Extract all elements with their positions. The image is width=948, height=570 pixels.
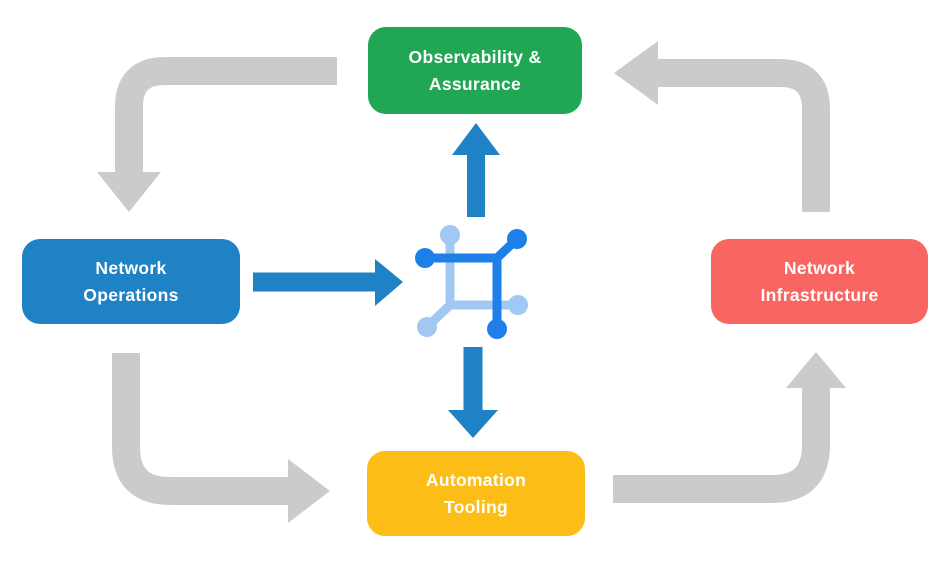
node-label-line: Automation bbox=[425, 470, 527, 491]
node-label-line: Observability & bbox=[408, 47, 542, 68]
node-network-operations: Network Operations bbox=[22, 239, 240, 324]
arrowhead-up-icon bbox=[786, 352, 846, 388]
arrow-shaft bbox=[115, 57, 337, 172]
arrow-shaft bbox=[658, 59, 830, 212]
node-automation-tooling: Automation Tooling bbox=[367, 451, 585, 536]
node-observability-assurance: Observability & Assurance bbox=[368, 27, 582, 114]
node-network-infrastructure: Network Infrastructure bbox=[711, 239, 928, 324]
arrowhead-right-icon bbox=[288, 459, 330, 523]
arrow-hub-to-automation bbox=[448, 347, 498, 438]
node-label-line: Operations bbox=[83, 284, 179, 305]
node-label-line: Network bbox=[95, 258, 167, 279]
arrow-automation-to-infrastructure bbox=[613, 352, 846, 503]
node-label-line: Tooling bbox=[444, 496, 508, 517]
arrowhead-right-icon bbox=[375, 259, 403, 306]
arrowhead-down-icon bbox=[97, 172, 161, 212]
node-label-line: Network bbox=[783, 258, 856, 279]
arrow-hub-to-observability bbox=[452, 123, 500, 217]
arrowhead-left-icon bbox=[614, 41, 658, 105]
node-label-line: Infrastructure bbox=[760, 284, 879, 305]
arrowhead-up-icon bbox=[452, 123, 500, 155]
network-mesh-icon bbox=[415, 225, 528, 339]
arrowhead-down-icon bbox=[448, 410, 498, 438]
arrow-operations-to-hub bbox=[253, 259, 403, 306]
arrow-observability-to-operations bbox=[97, 57, 337, 212]
arrow-shaft bbox=[112, 353, 288, 505]
arrow-shaft bbox=[613, 388, 830, 503]
node-label-line: Assurance bbox=[428, 73, 522, 94]
arrow-infrastructure-to-observability bbox=[614, 41, 830, 212]
arrow-operations-to-automation bbox=[112, 353, 330, 523]
